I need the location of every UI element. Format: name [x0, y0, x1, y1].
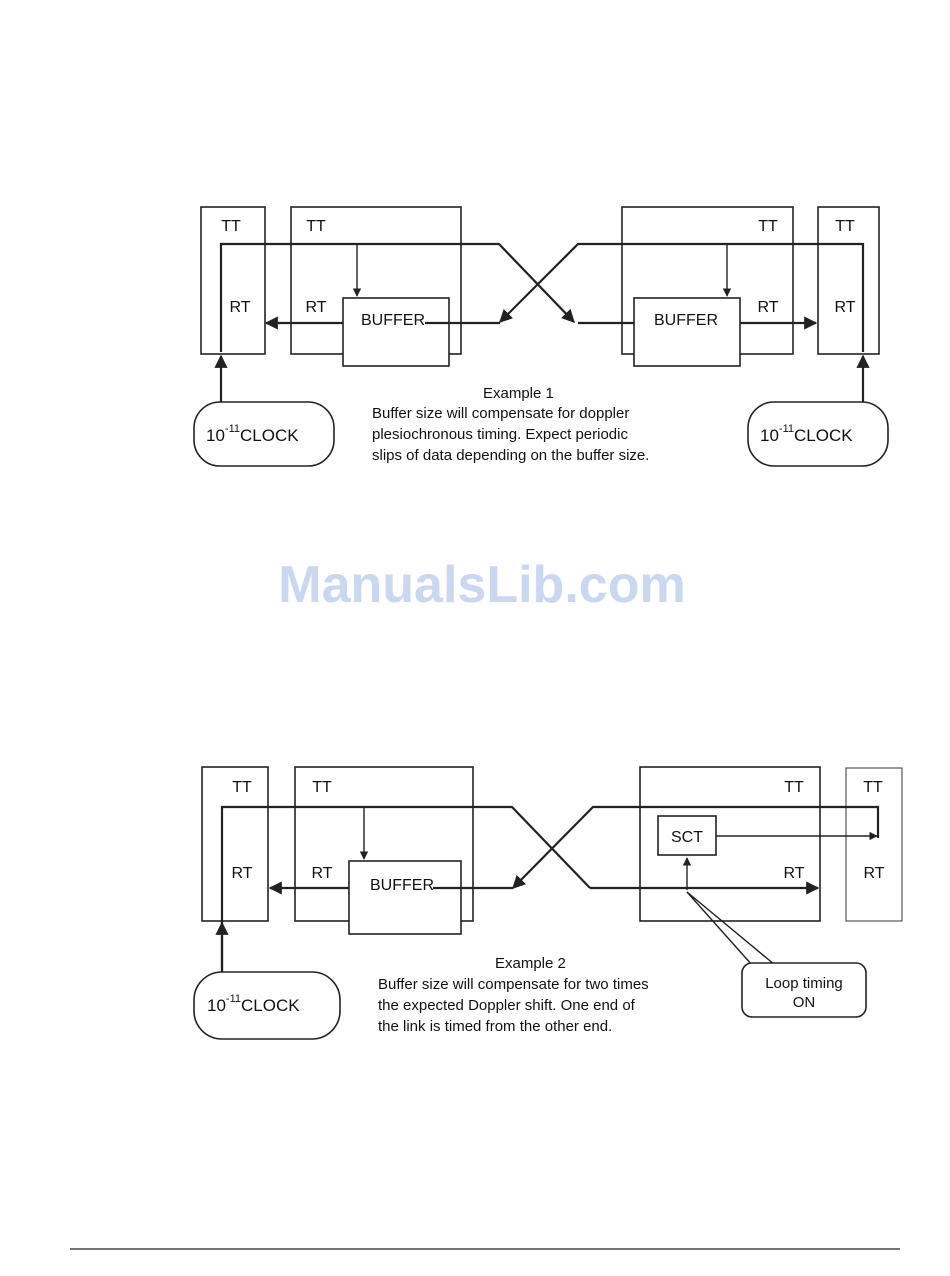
- right-terminal-box: [817, 206, 880, 355]
- caption-line: Buffer size will compensate for two time…: [378, 976, 649, 993]
- caption-line: the link is timed from the other end.: [378, 1018, 612, 1035]
- loop-timing-label: ON: [793, 994, 816, 1011]
- label-rt: RT: [834, 299, 855, 316]
- left-clock-label: 10-11CLOCK: [207, 993, 300, 1015]
- label-rt: RT: [311, 865, 332, 882]
- label-rt: RT: [757, 299, 778, 316]
- label-buffer: BUFFER: [370, 877, 434, 894]
- label-rt: RT: [231, 865, 252, 882]
- label-tt: TT: [835, 218, 855, 235]
- left-clock-box: [193, 971, 341, 1040]
- label-sct: SCT: [671, 829, 703, 846]
- label-tt: TT: [863, 779, 883, 796]
- left-buffer-box: [342, 297, 450, 367]
- label-rt: RT: [783, 865, 804, 882]
- loop-timing-pointer: [686, 891, 776, 966]
- right-clock-label: 10-11CLOCK: [760, 423, 853, 445]
- label-rt: RT: [229, 299, 250, 316]
- caption-line: Buffer size will compensate for doppler: [372, 405, 629, 422]
- label-tt: TT: [784, 779, 804, 796]
- label-rt: RT: [305, 299, 326, 316]
- label-buffer: BUFFER: [654, 312, 718, 329]
- label-rt: RT: [863, 865, 884, 882]
- left-clock-label: 10-11CLOCK: [206, 423, 299, 445]
- right-modem-box: [639, 766, 821, 922]
- label-tt: TT: [221, 218, 241, 235]
- caption-line: the expected Doppler shift. One end of: [378, 997, 636, 1014]
- right-transmit-line: [512, 805, 880, 889]
- left-transmit-line: [220, 805, 591, 970]
- right-clock-box: [747, 401, 889, 467]
- label-tt: TT: [312, 779, 332, 796]
- right-terminal-box: [845, 767, 903, 922]
- left-buffer-box: [348, 860, 462, 935]
- right-buffer-box: [633, 297, 741, 367]
- caption-line: plesiochronous timing. Expect periodic: [372, 426, 628, 443]
- example-2-diagram: TT TT RT RT BUFFER TT TT SCT RT RT Loop …: [193, 766, 903, 1040]
- caption-title: Example 2: [495, 955, 566, 972]
- label-tt: TT: [758, 218, 778, 235]
- caption-line: slips of data depending on the buffer si…: [372, 447, 649, 464]
- left-transmit-line: [219, 242, 575, 352]
- caption-title: Example 1: [483, 385, 554, 402]
- label-tt: TT: [232, 779, 252, 796]
- example-1-diagram: TT TT RT RT BUFFER TT TT RT RT BUFFER 10…: [193, 206, 889, 467]
- label-buffer: BUFFER: [361, 312, 425, 329]
- watermark: ManualsLib.com: [278, 556, 685, 614]
- loop-timing-box: [741, 962, 867, 1018]
- loop-timing-label: Loop timing: [765, 975, 843, 992]
- label-tt: TT: [306, 218, 326, 235]
- right-transmit-line: [499, 242, 865, 352]
- left-terminal-box: [201, 766, 269, 922]
- left-terminal-box: [200, 206, 266, 355]
- left-clock-box: [193, 401, 335, 467]
